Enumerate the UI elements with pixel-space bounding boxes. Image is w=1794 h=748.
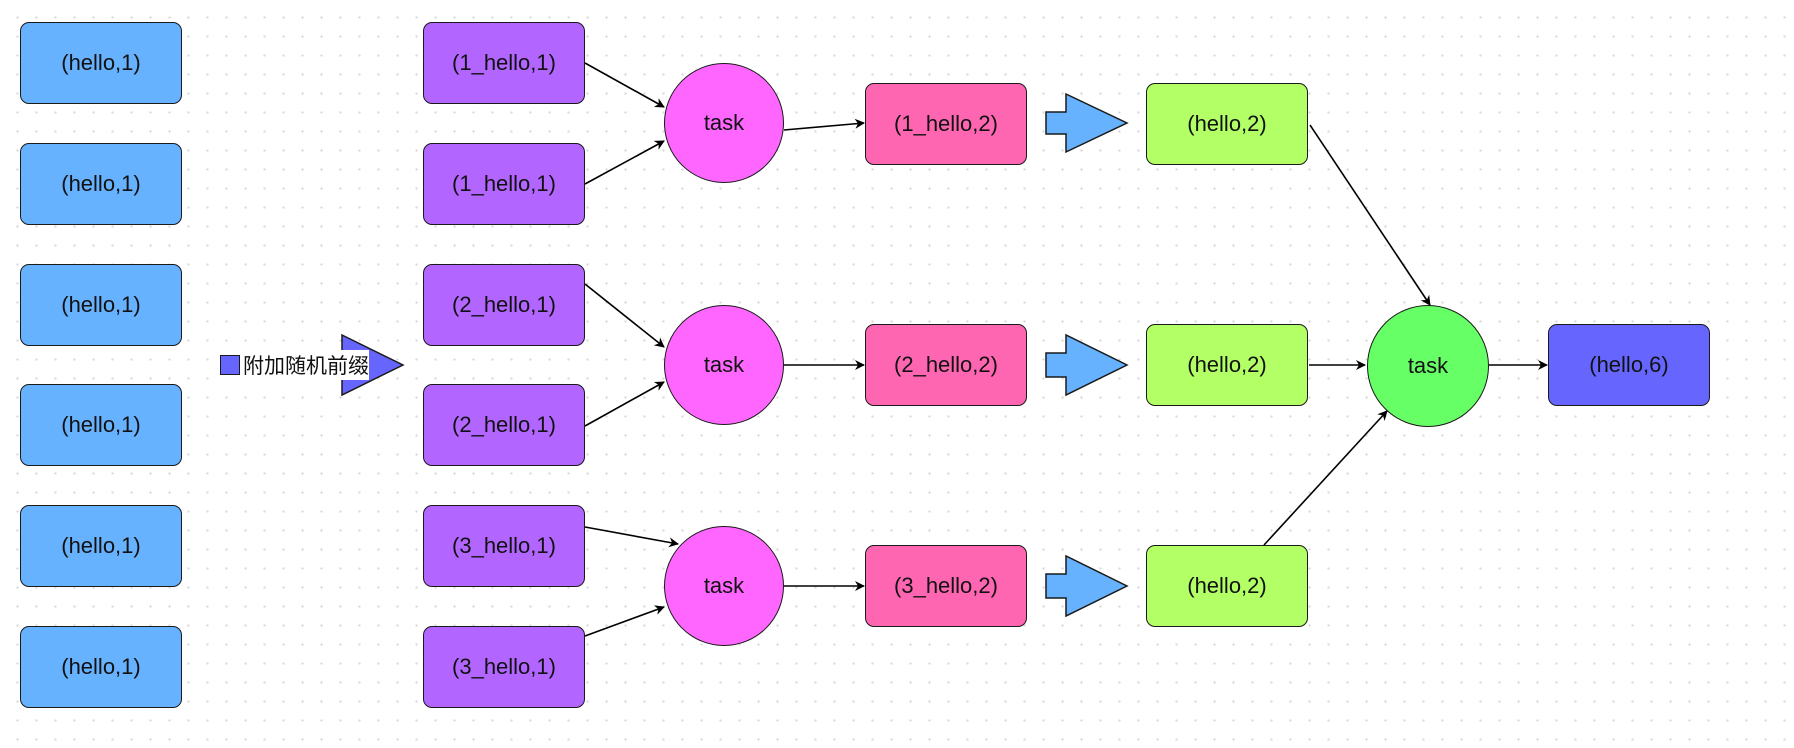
source-node-4: (hello,1) (20, 384, 182, 466)
block-arrow-icon-3 (1045, 554, 1129, 618)
block-arrow-icon-1 (1045, 92, 1129, 154)
edge-s1-ft (1309, 124, 1431, 306)
source-node-3: (hello,1) (20, 264, 182, 346)
source-node-6: (hello,1) (20, 626, 182, 708)
prefixed-node-2: (1_hello,1) (423, 143, 585, 225)
prefixed-node-6: (3_hello,1) (423, 626, 585, 708)
partial-result-1: (1_hello,2) (865, 83, 1027, 165)
stage1-task-2: task (664, 305, 784, 425)
prefix-label-text: 附加随机前缀 (243, 355, 369, 378)
prefixed-node-1: (1_hello,1) (423, 22, 585, 104)
edge-s3-ft (1263, 410, 1388, 546)
stripped-result-1: (hello,2) (1146, 83, 1308, 165)
source-node-1: (hello,1) (20, 22, 182, 104)
legend-swatch (220, 355, 240, 375)
edge-t1-r1 (783, 118, 865, 131)
prefixed-node-4: (2_hello,1) (423, 384, 585, 466)
partial-result-2: (2_hello,2) (865, 324, 1027, 406)
final-result: (hello,6) (1548, 324, 1710, 406)
edge-p6-t3 (584, 605, 665, 637)
block-arrow-icon-2 (1045, 333, 1129, 397)
stripped-result-2: (hello,2) (1146, 324, 1308, 406)
source-node-5: (hello,1) (20, 505, 182, 587)
prefixed-node-5: (3_hello,1) (423, 505, 585, 587)
final-task: task (1367, 305, 1489, 427)
edge-p1-t1 (584, 62, 665, 108)
prefix-label: 附加随机前缀 (220, 350, 369, 380)
edge-p5-t3 (584, 526, 679, 548)
edge-p4-t2 (584, 381, 665, 427)
source-node-2: (hello,1) (20, 143, 182, 225)
edge-p2-t1 (584, 140, 665, 185)
prefixed-node-3: (2_hello,1) (423, 264, 585, 346)
partial-result-3: (3_hello,2) (865, 545, 1027, 627)
stage1-task-1: task (664, 63, 784, 183)
edge-p3-t2 (584, 283, 665, 348)
stripped-result-3: (hello,2) (1146, 545, 1308, 627)
stage1-task-3: task (664, 526, 784, 646)
